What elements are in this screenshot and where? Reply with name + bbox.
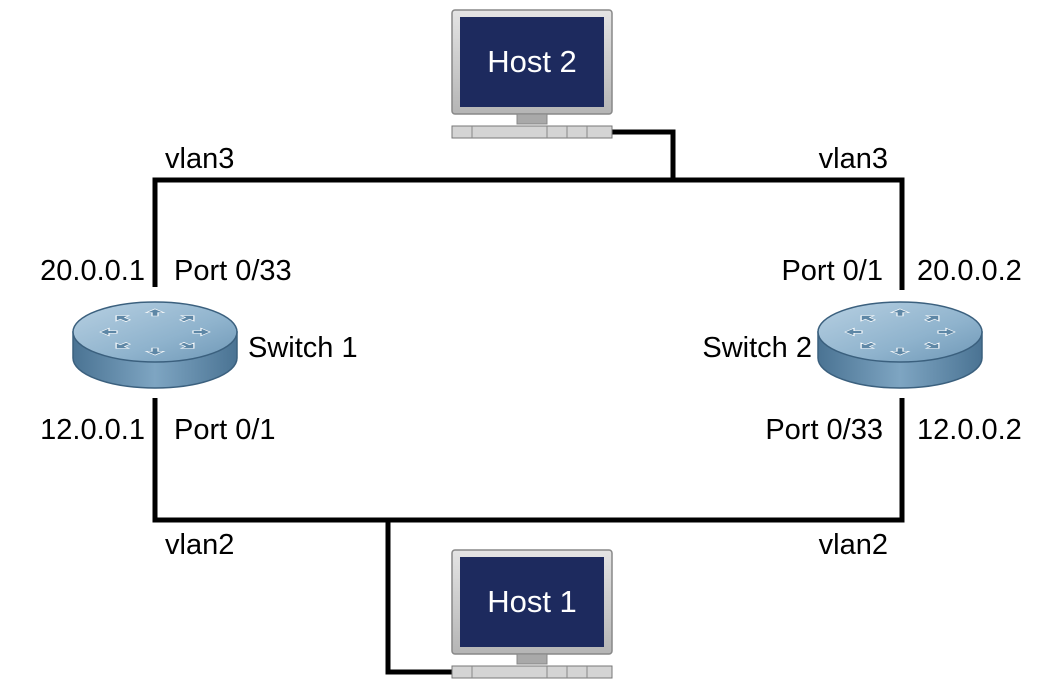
switch2-label: Switch 2 (702, 332, 812, 364)
switch1-bottom-vlan-label: vlan2 (165, 529, 234, 561)
switch1-top-ip: 20.0.0.1 (40, 255, 145, 287)
switch1-label: Switch 1 (248, 332, 358, 364)
monitor-stand (516, 113, 548, 125)
host2-computer[interactable]: Host 2 (451, 9, 613, 139)
keyboard-icon (451, 125, 613, 139)
monitor-screen (460, 557, 604, 647)
monitor-stand (516, 653, 548, 665)
host1-cable (385, 520, 456, 675)
host1-label: Host 1 (487, 584, 577, 619)
vlan2-link (152, 398, 905, 523)
switch2-bottom-port: Port 0/33 (765, 414, 883, 446)
host2-label: Host 2 (487, 44, 577, 79)
host1-computer[interactable]: Host 1 (451, 549, 613, 679)
host2-cable (606, 129, 676, 180)
switch2-bottom-ip: 12.0.0.2 (917, 414, 1022, 446)
switch1-bottom-ip: 12.0.0.1 (40, 414, 145, 446)
switch1-top-port: Port 0/33 (174, 255, 292, 287)
switch2-top-ip: 20.0.0.2 (917, 255, 1022, 287)
switch2-top-vlan-label: vlan3 (819, 143, 888, 175)
monitor-screen (460, 17, 604, 107)
switch2-icon[interactable] (817, 301, 983, 389)
vlan3-link (152, 177, 905, 290)
keyboard-icon (451, 665, 613, 679)
switch2-top-port: Port 0/1 (781, 255, 883, 287)
switch1-bottom-port: Port 0/1 (174, 414, 276, 446)
switch2-bottom-vlan-label: vlan2 (819, 529, 888, 561)
switch1-icon[interactable] (72, 301, 238, 389)
switch1-top-vlan-label: vlan3 (165, 143, 234, 175)
